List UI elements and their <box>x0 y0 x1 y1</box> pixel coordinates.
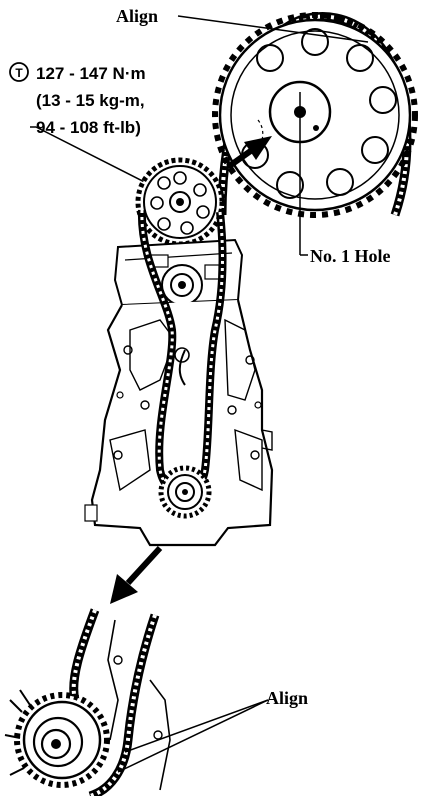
align-bottom-label: Align <box>266 688 308 708</box>
align-top-leader <box>177 15 369 43</box>
sprocket-holes <box>241 28 397 199</box>
engine-cam-sprocket <box>135 157 225 247</box>
torque-symbol-icon <box>9 62 29 82</box>
align-top-label: Align <box>116 6 158 26</box>
no1-hole-label: No. 1 Hole <box>310 246 391 266</box>
detail-arrow-top <box>226 136 272 170</box>
align-bottom-leader-1 <box>117 699 269 773</box>
torque-value-nm: 127 - 147 N·m <box>36 64 146 83</box>
camshaft-sprocket-detail <box>177 12 418 256</box>
torque-value-ftlb: 94 - 108 ft-lb) <box>36 118 141 137</box>
torque-spec: T 127 - 147 N·m (13 - 15 kg-m, 94 - 108 … <box>9 62 181 201</box>
engine-crank-sprocket <box>158 465 212 519</box>
torque-leader <box>30 126 181 201</box>
torque-symbol-label: T <box>15 66 23 80</box>
align-bottom-leader-2 <box>124 699 269 753</box>
detail-arrow-bottom <box>110 545 163 604</box>
torque-value-kgm: (13 - 15 kg-m, <box>36 91 145 110</box>
crank-sprocket-detail <box>4 608 269 796</box>
